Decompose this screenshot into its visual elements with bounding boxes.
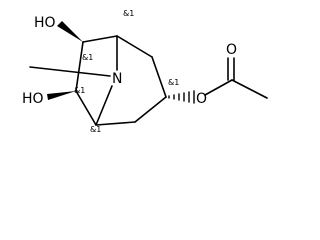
stereo-label-c7: &1 [74,86,85,95]
bond-acyl-methyl [231,79,268,99]
bond-c5-c7 [75,90,97,126]
bond-c3-c4 [134,96,167,123]
stereo-label-c6: &1 [82,53,93,62]
wedge-c6-oh [57,21,83,42]
bond-c6-c1 [82,35,118,43]
hydroxyl-top-label: HO [34,15,56,31]
wedge-c7-oh [47,91,76,100]
bond-c7-c6 [75,41,84,92]
stereo-label-c5: &1 [90,125,101,134]
hydroxyl-bottom-label: HO [22,91,44,107]
stereo-label-c3: &1 [168,78,179,87]
stereo-label-c1: &1 [123,9,134,18]
bond-n-methyl [29,66,111,77]
bond-o-acyl-carbon [204,79,233,96]
ester-oxygen-label: O [196,91,207,107]
hash-c3-o [168,90,195,104]
bond-n-c5 [95,85,113,126]
nitrogen-label: N [112,71,122,87]
carbonyl-oxygen-label: O [226,42,237,58]
bond-c2-c3 [151,56,167,98]
bond-c1-c2 [116,35,153,58]
molecule-structure: HO HO N O O &1 &1 &1 &1 &1 [22,9,268,134]
bond-c4-c5 [95,121,136,126]
